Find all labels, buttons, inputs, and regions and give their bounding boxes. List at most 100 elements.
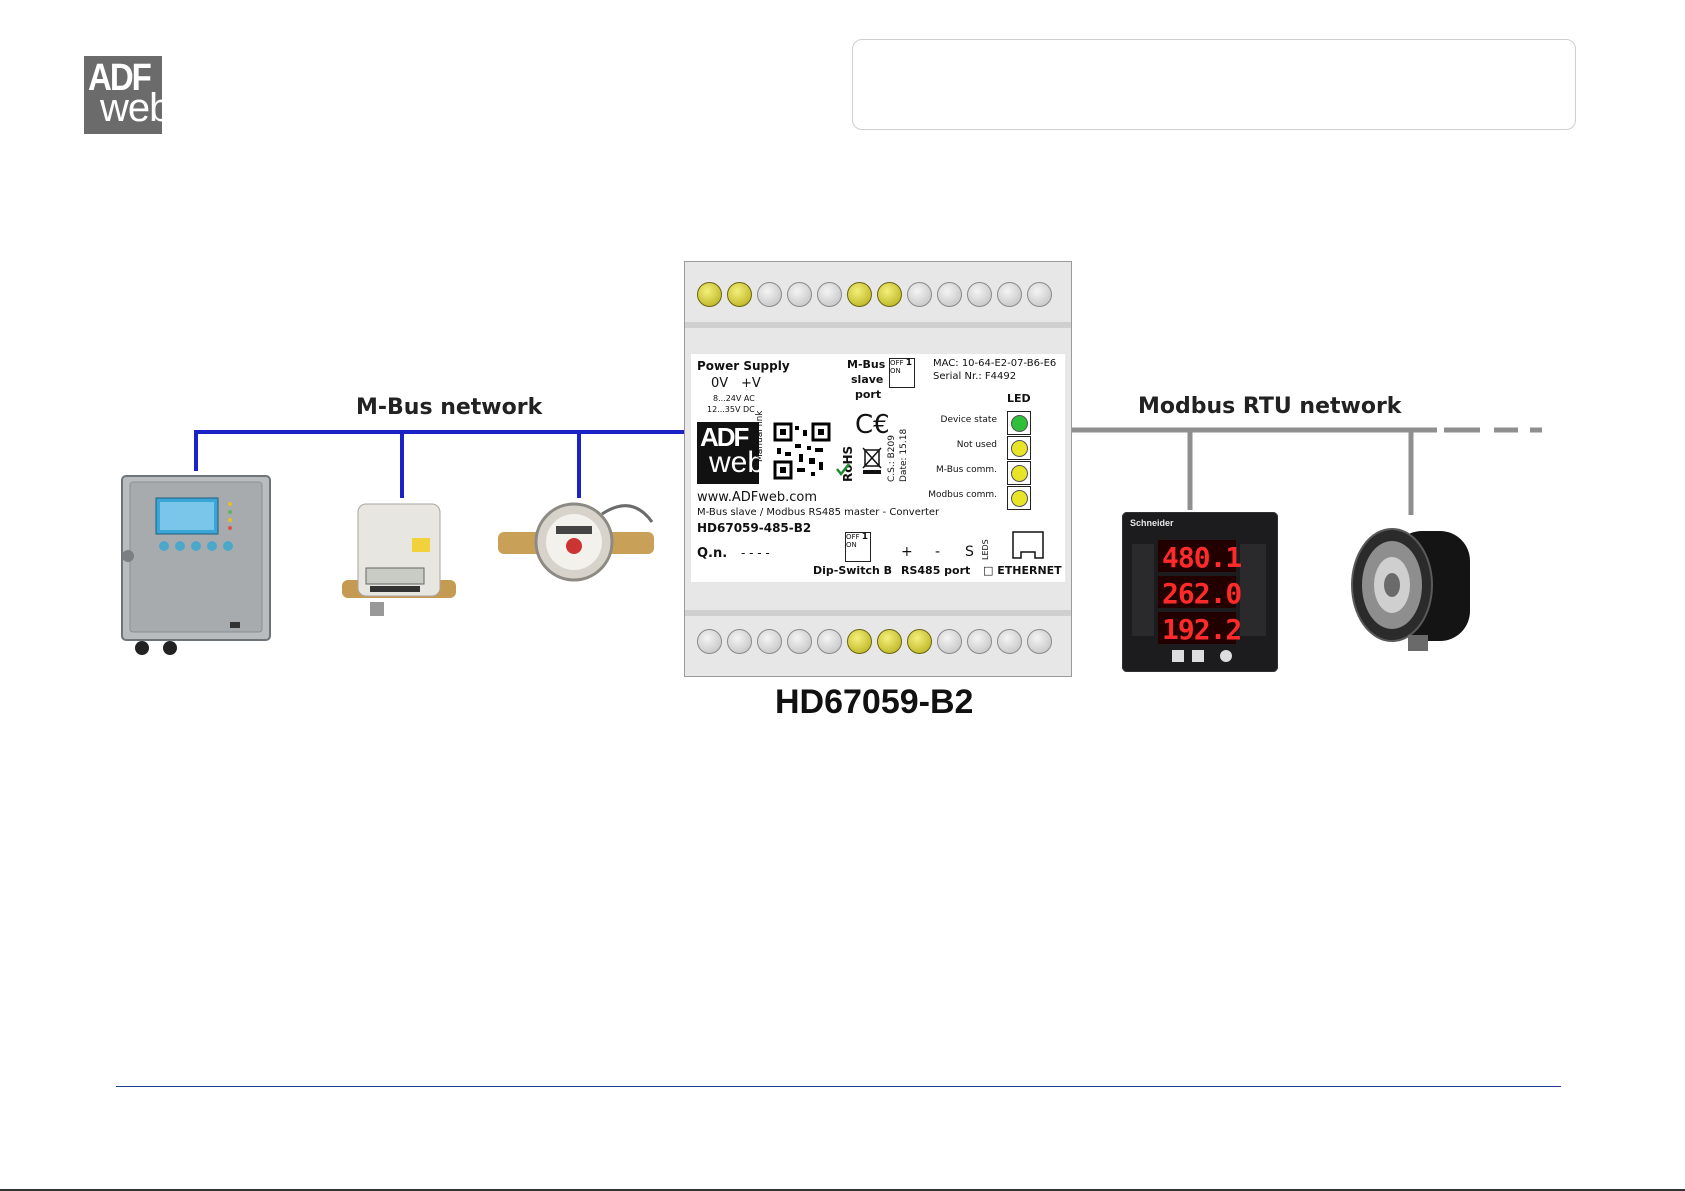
module-label-plate: Power Supply 0V +V 8...24V AC 12...35V D…	[691, 354, 1065, 582]
led-modbus-comm-box	[1007, 486, 1031, 510]
led-header: LED	[1007, 392, 1031, 405]
encoder-illustration	[1351, 528, 1470, 651]
meter-brand: Schneider	[1130, 518, 1174, 528]
led-device-state	[1011, 415, 1028, 432]
weee-bin-icon	[862, 447, 882, 474]
header-box	[852, 39, 1576, 130]
meter-value-3: 192.2	[1162, 613, 1242, 646]
top-terminal	[967, 282, 992, 307]
led-not-used-box	[1007, 436, 1031, 460]
dip-off-text: OFF	[890, 359, 904, 367]
bottom-terminal	[967, 629, 992, 654]
led-label-modbus-comm: Modbus comm.	[928, 490, 997, 500]
top-terminal	[997, 282, 1022, 307]
top-band	[685, 322, 1071, 328]
modbus-network-label: Modbus RTU network	[1138, 394, 1402, 419]
qr-code-icon	[773, 422, 831, 480]
ethernet-label: □ ETHERNET	[983, 564, 1062, 577]
dip-one-text: 1	[905, 358, 913, 368]
dipb-off-text: OFF	[846, 533, 860, 541]
logo-text-web: web	[100, 86, 162, 130]
led-not-used	[1011, 440, 1028, 457]
heat-meter-illustration	[342, 503, 456, 616]
mbus-enclosure-device	[120, 474, 274, 655]
bottom-terminal	[1027, 629, 1052, 654]
bottom-terminal	[697, 629, 722, 654]
led-mbus-comm-box	[1007, 461, 1031, 485]
mbus-heat-meter	[342, 498, 456, 620]
bottom-terminal	[757, 629, 782, 654]
mbus-water-meter	[498, 498, 654, 588]
qn-label: Q.n.	[697, 546, 728, 561]
bottom-terminal	[937, 629, 962, 654]
date-label: Date: 15.18	[899, 428, 909, 482]
mbus-wiring	[194, 430, 684, 498]
water-meter-illustration	[498, 502, 654, 582]
leds-label: LEDS	[981, 539, 990, 560]
top-terminal	[877, 282, 902, 307]
dipb-on-text: ON	[846, 541, 857, 549]
rs485-port-label: RS485 port	[901, 564, 971, 577]
dip-switch-b: OFF 1 ON	[845, 532, 871, 562]
top-terminal	[937, 282, 962, 307]
top-terminal	[1027, 282, 1052, 307]
rohs-check-icon	[836, 463, 850, 476]
pv-label: +V	[741, 376, 761, 391]
manual-link-label: Manual link	[755, 410, 765, 462]
bottom-terminal	[847, 629, 872, 654]
mbus-port-label-1: M-Bus	[847, 358, 886, 371]
part-number-label: HD67059-485-B2	[697, 521, 812, 535]
modbus-power-meter: Schneider 480.1 262.0 192.2	[1121, 511, 1279, 673]
led-label-device-state: Device state	[940, 415, 997, 425]
label-logo-adf: ADF	[700, 422, 749, 452]
description-label: M-Bus slave / Modbus RS485 master - Conv…	[697, 507, 940, 518]
rs485-minus: -	[935, 544, 941, 560]
top-terminal	[907, 282, 932, 307]
label-logo-web: web	[709, 446, 759, 479]
led-device-state-box	[1007, 411, 1031, 435]
bottom-terminal	[787, 629, 812, 654]
mac-address: MAC: 10-64-E2-07-B6-E6	[933, 358, 1057, 369]
bottom-terminal	[817, 629, 842, 654]
ov-label: 0V	[711, 376, 729, 391]
qn-value: - - - -	[741, 546, 770, 560]
top-terminal	[757, 282, 782, 307]
device-title: HD67059-B2	[775, 683, 974, 721]
hd67059-module: Power Supply 0V +V 8...24V AC 12...35V D…	[684, 261, 1072, 677]
led-modbus-comm	[1011, 490, 1028, 507]
modbus-wiring	[1070, 427, 1542, 515]
top-terminal	[727, 282, 752, 307]
ethernet-port-icon	[1012, 531, 1044, 559]
rs485-plus: +	[901, 544, 913, 560]
mbus-network-label: M-Bus network	[356, 395, 543, 420]
mbus-dip-switch: OFF 1 ON	[889, 358, 915, 388]
bottom-band	[685, 610, 1071, 616]
adfweb-logo: ADF web	[84, 56, 162, 134]
meter-value-2: 262.0	[1162, 577, 1242, 610]
dip-switch-b-label: Dip-Switch B	[813, 564, 893, 577]
top-terminal	[847, 282, 872, 307]
serial-number: Serial Nr.: F4492	[933, 371, 1017, 382]
top-terminal	[817, 282, 842, 307]
ce-mark: C€	[855, 410, 890, 440]
label-adfweb-logo: ADF web	[697, 422, 759, 484]
footer-divider	[116, 1086, 1561, 1087]
top-terminal	[697, 282, 722, 307]
enclosure-illustration	[121, 475, 271, 655]
modbus-encoder	[1348, 515, 1474, 655]
page-bottom-edge	[0, 1189, 1685, 1191]
rs485-s: S	[965, 544, 974, 560]
dipb-one-text: 1	[861, 532, 869, 542]
led-label-not-used: Not used	[956, 440, 997, 450]
meter-value-1: 480.1	[1162, 541, 1242, 574]
led-mbus-comm	[1011, 465, 1028, 482]
website-label: www.ADFweb.com	[697, 490, 817, 505]
dip-on-text: ON	[890, 367, 901, 375]
power-supply-label: Power Supply	[697, 359, 790, 373]
vac-label: 8...24V AC	[713, 394, 755, 403]
bottom-terminal	[877, 629, 902, 654]
mbus-port-label-2: slave	[851, 373, 884, 386]
vdc-label: 12...35V DC	[707, 405, 755, 414]
bottom-terminal	[727, 629, 752, 654]
top-terminal	[787, 282, 812, 307]
